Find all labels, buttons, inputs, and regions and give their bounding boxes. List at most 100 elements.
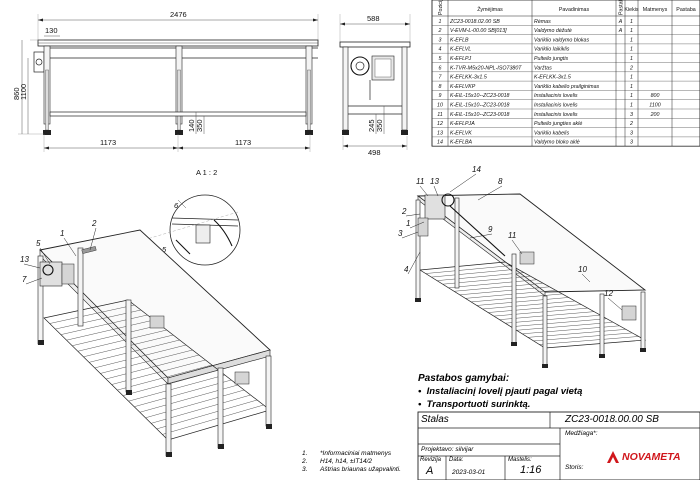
general-note-3: 3.Aštrias briaunas užapvalinti. [302,466,401,473]
bom-cell: K-EIL-15x10--ZC23-0018 [450,103,510,109]
bom-cell: 9 [439,93,442,99]
callout-label: 14 [472,165,481,174]
bom-cell: K-EFLPJ [450,56,472,62]
bom-cell: K-EFLVKP [450,84,476,90]
bom-cell: 12 [437,121,443,127]
dim-depth-top: 588 [367,14,380,23]
isometric-left [37,229,272,457]
bom-cell: Pulteilo jungtis [534,56,569,62]
bom-cell: K-EFLVK [450,130,472,136]
bom-cell: 2 [629,65,633,71]
bom-cell: Instaliacinis lovelis [534,112,578,118]
callout-label: 2 [401,207,407,216]
callout-label: 3 [398,229,403,238]
callout-label: 13 [430,177,439,186]
general-note-1: 1.*Informaciniai matmenys [302,450,392,457]
bom-cell: K-EFLVL [450,47,471,53]
bom-cell: 1 [630,19,633,25]
callout-label: 8 [498,177,503,186]
side-dim-shelf-h2: 350 [375,119,384,132]
callout-label: 11 [416,177,424,186]
bom-cell: Variklio kabelis [534,130,569,136]
detail-callout-6: 6 [174,201,179,210]
notes-item-1: • Instaliacinį lovelį pjauti pagal vietą [418,386,583,397]
bom-cell: 11 [437,112,443,118]
bom-cell: Varžtas [534,65,552,71]
bom-cell: Pulteilo jungties aklė [534,121,582,127]
bom-cell: K-EFLB [450,37,469,43]
front-view: 2476 130 860 1100 [12,10,319,152]
bom-header: Žymėjimas [477,5,503,13]
bom-cell: 6 [439,65,442,71]
dim-depth-bottom: 498 [368,148,381,157]
bom-cell: K-EFLPJA [450,121,475,127]
bom-cell: 8 [439,84,442,90]
isometric-right [415,193,647,368]
bom-cell: K-EFLBA [450,140,473,146]
bom-cell: Instaliacinis lovelis [534,103,578,109]
bom-cell: ZC23-0018.02.00 SB [449,19,500,25]
bom-cell: Variklio kabelio prailginimas [534,84,600,90]
bom-cell: 1 [630,47,633,53]
bom-header: Pastaba [619,0,625,15]
bom-header: Pavadinimas [559,7,590,13]
bom-cell: 4 [439,47,442,53]
detail-view-a: A 1 : 2 6 5 [109,168,241,266]
bom-cell: 13 [437,130,443,136]
dim-shelf-h2: 350 [195,119,204,132]
callout-label: 11 [508,231,516,240]
bom-header: Pozicija [438,0,444,15]
bom-cell: K-EFLKK-3x1.5 [534,75,571,81]
dim-overall-width: 2476 [170,10,187,19]
dim-span-right: 1173 [235,138,251,147]
bom-cell: 1 [630,93,633,99]
callout-label: 13 [20,255,29,264]
bom-cell: A [618,19,623,25]
side-view: 588 245 350 498 [339,14,411,157]
callout-label: 2 [91,219,97,228]
callout-label: 4 [404,265,409,274]
dim-height-total: 860 [12,87,21,100]
dim-height-upper: 1100 [19,84,28,100]
bom-cell: 1 [630,103,633,109]
bom-cell: Variklio valdymo blokas [534,37,590,43]
callout-label: 10 [578,265,587,274]
bom-cell: 1 [630,75,633,81]
callout-label: 5 [36,239,41,248]
bom-cell: K-TVR-M5x20-NPL-ISO7380T [450,65,522,71]
bom-cell: 1 [630,84,633,90]
bom-cell: 200 [650,112,660,118]
bom-cell: 7 [439,75,443,81]
bom-cell: 3 [630,112,633,118]
general-note-2: 2.H14, h14, ±IT14/2 [302,458,372,465]
bom-cell: 3 [630,140,633,146]
detail-title: A 1 : 2 [196,168,217,177]
callout-label: 7 [22,275,27,284]
bom-cell: 1 [630,28,633,34]
dim-span-left: 1173 [100,138,116,147]
detail-callout-5: 5 [162,245,167,254]
bom-cell: 3 [439,37,442,43]
bom-cell: Variklio laikiklis [534,47,570,53]
bom-cell: Valdymo bloko aklė [534,140,580,146]
bom-cell: 5 [439,56,442,62]
bom-cell: K-EIL-15x10--ZC23-0018 [450,93,510,99]
bom-cell: A [618,28,623,34]
bom-cell: 2 [629,121,633,127]
bom-cell: 1 [630,56,633,62]
bom-cell: 2 [438,28,442,34]
bom-cell: Instaliacinis lovelis [534,93,578,99]
bom-header: Matmenys [643,7,668,13]
manufacturing-notes: Pastabos gamybai: • Instaliacinį lovelį … [418,373,598,410]
bom-cell: 800 [651,93,660,99]
side-dim-shelf-h1: 245 [367,119,376,132]
bom-header: Pastaba [676,7,695,13]
callout-label: 12 [604,289,613,298]
bom-cell: Rėmas [534,19,551,25]
bom-header: Kiekis [624,7,638,13]
bom-cell: 1 [439,19,442,25]
bom-cell: 1100 [649,103,660,109]
